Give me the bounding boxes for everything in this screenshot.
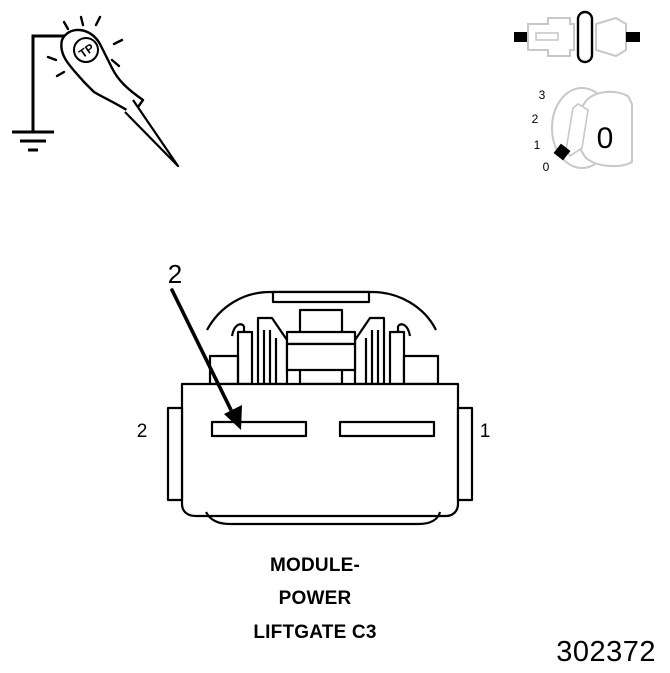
test-light-probe-icon: TP <box>12 15 180 168</box>
figure-id: 302372 <box>556 636 656 668</box>
connector-face-view <box>166 290 474 526</box>
connector-disconnected-icon <box>514 10 640 64</box>
connector-caption-line-2: POWER <box>278 588 352 609</box>
ignition-position-0: 0 <box>543 160 550 174</box>
terminal-cavity-pin-2 <box>210 420 308 438</box>
ignition-position-1: 1 <box>534 138 541 152</box>
ignition-key-label: 0 <box>597 122 614 155</box>
callout-arrow <box>170 288 242 430</box>
pin-2-label: 2 <box>137 421 148 442</box>
callout-pin-number: 2 <box>168 259 182 289</box>
terminal-cavity-pin-1 <box>338 420 436 438</box>
connector-caption-line-1: MODULE- <box>269 555 361 576</box>
ground-symbol-icon <box>12 130 54 152</box>
pin-1-label: 1 <box>480 421 491 442</box>
connector-caption-line-3: LIFTGATE C3 <box>253 622 377 643</box>
ignition-position-3: 3 <box>539 88 546 102</box>
ignition-position-2: 2 <box>532 112 539 126</box>
ignition-key-icon: 0 3 2 1 0 <box>532 87 633 174</box>
